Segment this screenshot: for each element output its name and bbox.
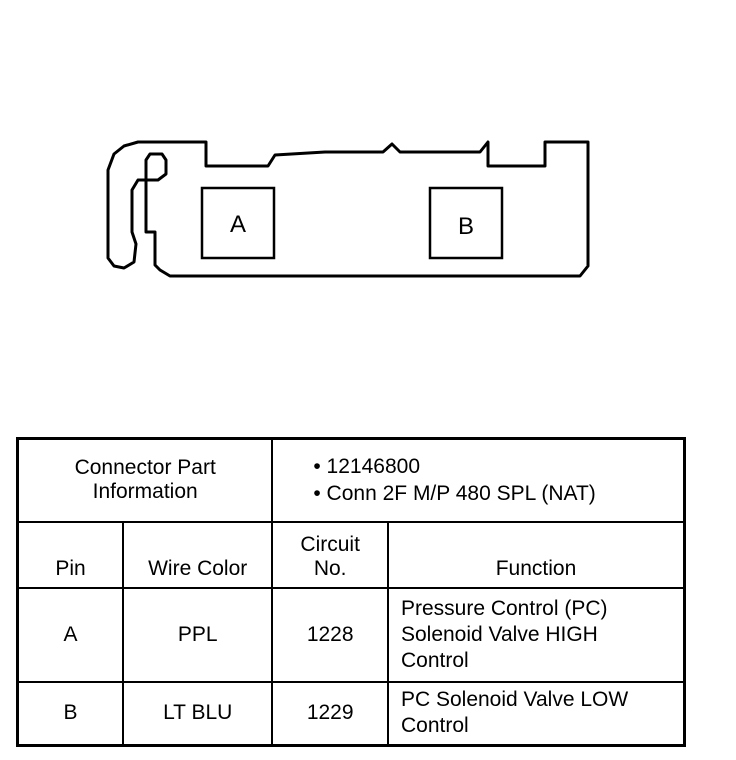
part-info-values: • 12146800 • Conn 2F M/P 480 SPL (NAT)	[271, 437, 686, 523]
connector-info-table: Connector Part Information • 12146800 • …	[16, 437, 686, 747]
part-info-row: Connector Part Information • 12146800 • …	[16, 437, 686, 523]
connector-description: • Conn 2F M/P 480 SPL (NAT)	[313, 482, 596, 506]
row-a-function: Pressure Control (PC) Solenoid Valve HIG…	[386, 586, 686, 683]
col-header-pin: Pin	[16, 520, 125, 589]
row-a-pin: A	[16, 586, 125, 683]
col-header-function: Function	[386, 520, 686, 589]
part-info-label: Connector Part Information	[16, 437, 274, 523]
row-b-pin: B	[16, 680, 125, 747]
pin-a-label: A	[230, 211, 246, 238]
row-b-function: PC Solenoid Valve LOW Control	[386, 680, 686, 747]
pin-b-label: B	[458, 213, 474, 240]
row-a-wire-color: PPL	[122, 586, 274, 683]
row-a-circuit: 1228	[271, 586, 389, 683]
connector-outline	[106, 140, 590, 278]
row-b-circuit: 1229	[271, 680, 389, 747]
col-header-circuit-line1: Circuit	[300, 532, 360, 556]
row-a-function-line2: Solenoid Valve HIGH	[400, 622, 598, 646]
part-info-label-line1: Connector Part	[74, 456, 216, 480]
col-header-circuit-line2: No.	[313, 556, 347, 580]
row-a-function-line1: Pressure Control (PC)	[400, 596, 608, 620]
row-b-wire-color: LT BLU	[122, 680, 274, 747]
pin-cavity-a	[200, 186, 276, 260]
table-row: B LT BLU 1229 PC Solenoid Valve LOW Cont…	[16, 680, 686, 747]
part-number: • 12146800	[313, 455, 420, 479]
row-b-function-line2: Control	[400, 714, 469, 738]
row-b-function-line1: PC Solenoid Valve LOW	[400, 688, 629, 712]
part-info-label-line2: Information	[92, 480, 198, 504]
connector-face-diagram: A B	[106, 140, 590, 278]
col-header-circuit: Circuit No.	[271, 520, 389, 589]
col-header-wire-color: Wire Color	[122, 520, 274, 589]
pin-cavity-b	[428, 186, 504, 260]
row-a-function-line3: Control	[400, 648, 469, 672]
column-header-row: Pin Wire Color Circuit No. Function	[16, 520, 686, 589]
table-row: A PPL 1228 Pressure Control (PC) Solenoi…	[16, 586, 686, 683]
